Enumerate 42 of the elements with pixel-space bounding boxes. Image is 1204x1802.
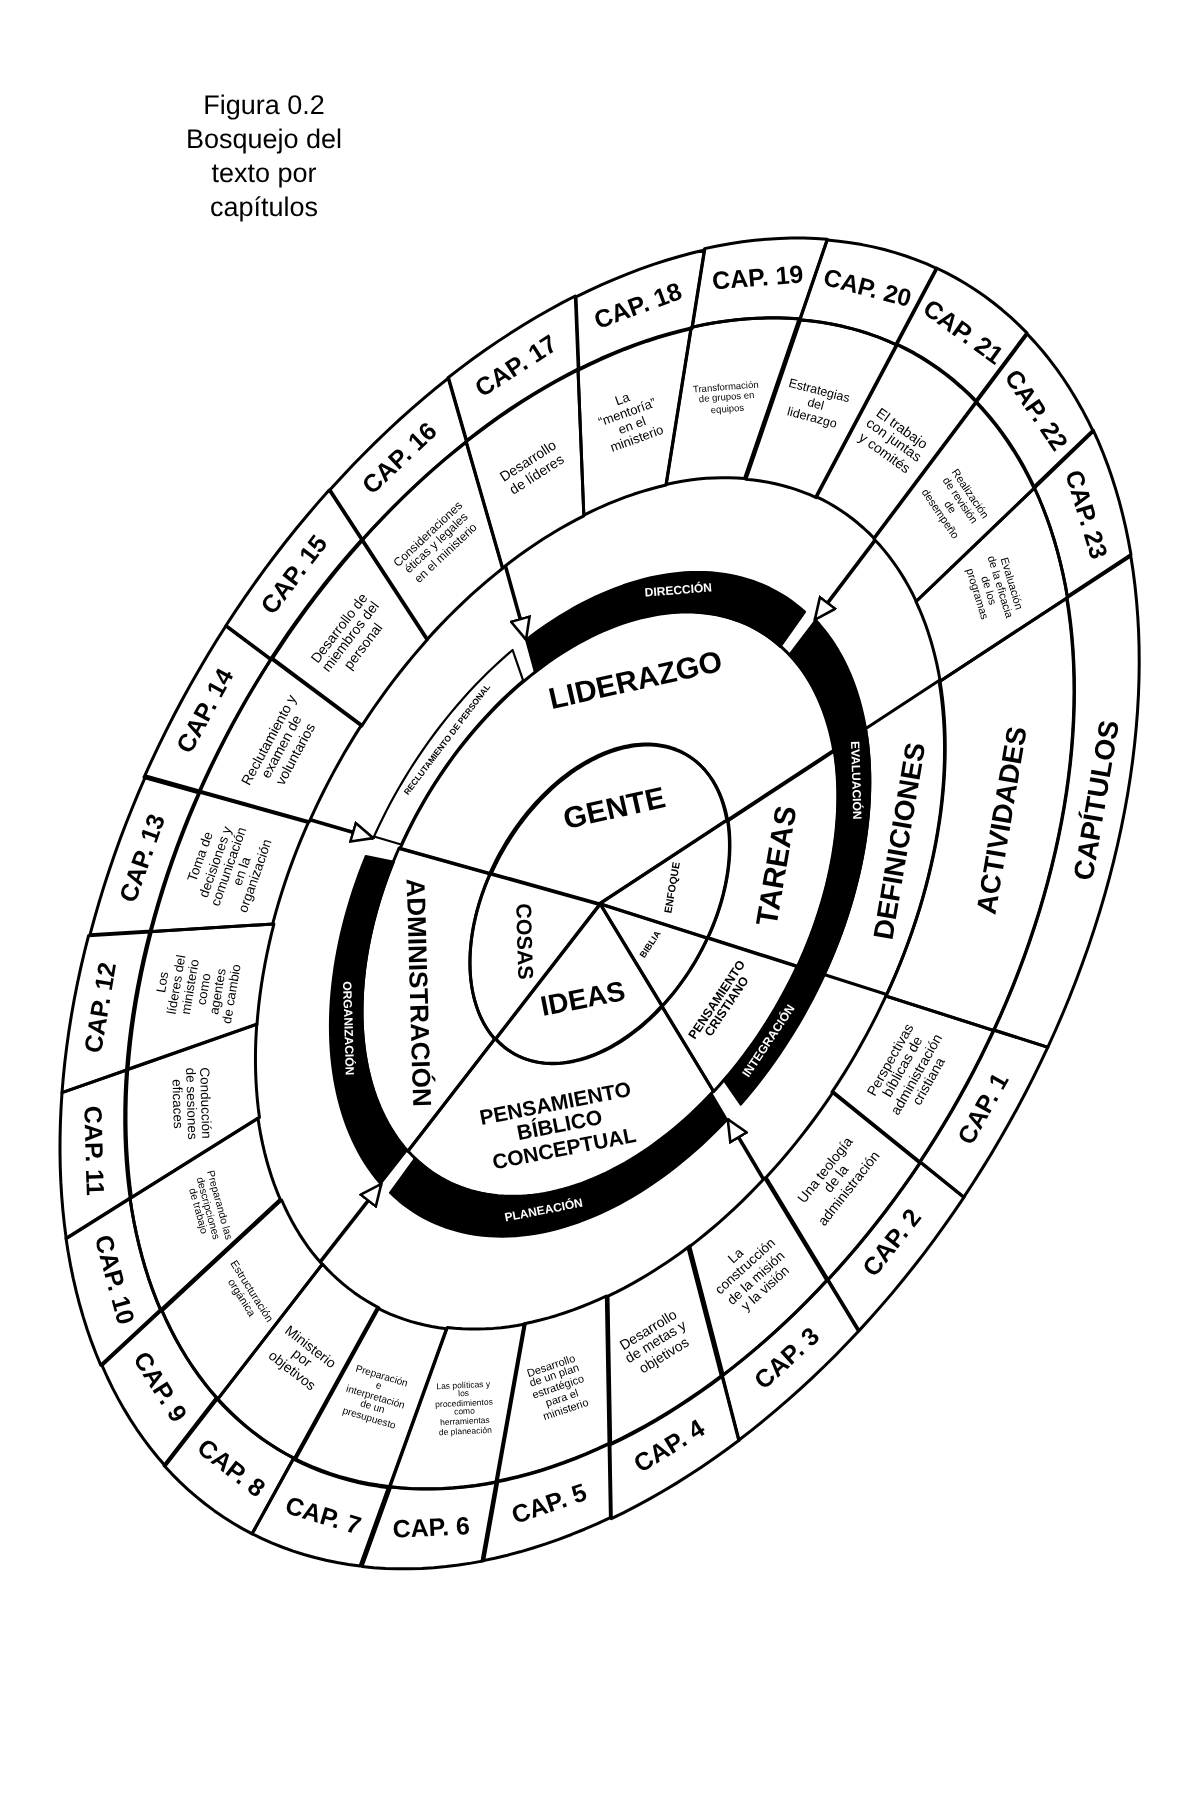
sector-label: ADMINISTRACIÓN bbox=[399, 879, 434, 1108]
chapter-label: CAP. 17 bbox=[471, 331, 563, 404]
chapter-label: CAP. 23 bbox=[1058, 467, 1112, 563]
chapter-label: CAP. 20 bbox=[820, 264, 914, 313]
chapter-label: CAP. 13 bbox=[114, 811, 171, 907]
chapter-label: CAP. 1 bbox=[953, 1070, 1015, 1151]
chapter-label: CAP. 6 bbox=[392, 1513, 471, 1545]
arrow bbox=[503, 565, 531, 641]
chapter-label: CAP. 5 bbox=[508, 1480, 591, 1531]
chapter-label: CAP. 14 bbox=[174, 665, 241, 759]
activity-cell bbox=[576, 325, 694, 518]
chapter-cell bbox=[607, 1373, 741, 1521]
chapter-cell bbox=[250, 1456, 392, 1569]
chapter-cell bbox=[446, 294, 581, 444]
figure-caption: Bosquejo del texto por capítulos bbox=[183, 122, 345, 224]
chapter-label: CAP. 18 bbox=[590, 278, 686, 335]
figure-title: Figura 0.2 bbox=[201, 88, 327, 122]
chapter-label: CAP. 19 bbox=[710, 262, 804, 297]
chapter-cell bbox=[480, 1442, 614, 1564]
ring-sector bbox=[660, 936, 800, 1094]
ring-heading: CAPÍTULOS bbox=[1067, 717, 1125, 883]
chapter-cell bbox=[359, 1480, 499, 1572]
activity-cell bbox=[494, 1294, 612, 1485]
chapter-label: CAP. 4 bbox=[631, 1416, 712, 1480]
chapter-cell bbox=[573, 247, 707, 372]
sector-label: COSAS bbox=[509, 903, 535, 981]
arrow bbox=[813, 539, 877, 622]
chapter-label: CAP. 11 bbox=[78, 1106, 108, 1197]
sector-label: GENTE bbox=[561, 782, 669, 837]
arrow bbox=[318, 1182, 383, 1264]
arrow bbox=[726, 1117, 766, 1181]
cycle-band-segment bbox=[328, 853, 409, 1186]
sector-label: TAREAS bbox=[753, 803, 806, 929]
center-sector bbox=[493, 902, 665, 1066]
ring-sector bbox=[822, 678, 948, 998]
arrow bbox=[309, 818, 375, 843]
chapter-cell bbox=[60, 929, 153, 1095]
chapter-label: CAP. 12 bbox=[82, 960, 125, 1056]
sector-label: IDEAS bbox=[538, 975, 628, 1022]
chapter-label: CAP. 7 bbox=[281, 1492, 364, 1541]
activity-cell bbox=[125, 922, 275, 1072]
chapter-label: CAP. 10 bbox=[86, 1233, 137, 1329]
